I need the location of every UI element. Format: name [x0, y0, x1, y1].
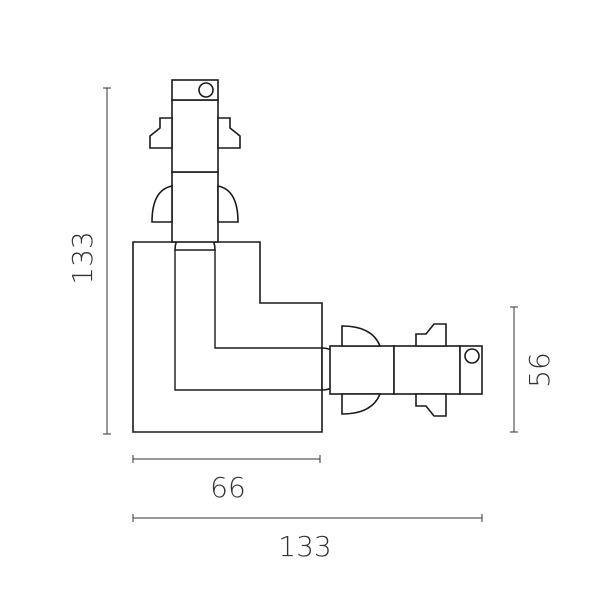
vertical-latch-right — [217, 117, 241, 149]
horizontal-clip-bottom — [341, 393, 382, 415]
dimension-label-width-body: 66 — [210, 471, 246, 504]
horizontal-first-block — [329, 345, 395, 395]
dimension-label-height-total: 133 — [66, 231, 99, 284]
dimension-height-arm: 56 — [510, 306, 556, 433]
horizontal-screw-icon — [464, 348, 480, 364]
dimension-width-total: 133 — [132, 514, 483, 563]
horizontal-latch-top — [415, 323, 447, 347]
horizontal-latch-bottom — [415, 393, 447, 417]
vertical-upper-block — [171, 99, 219, 173]
l-body-inner-channel — [174, 250, 322, 391]
dimension-width-body: 66 — [132, 455, 321, 504]
horizontal-arm — [321, 323, 483, 417]
dimension-label-width-total: 133 — [278, 530, 331, 563]
vertical-clip-right — [217, 185, 239, 223]
dimension-label-height-arm: 56 — [523, 352, 556, 388]
dimension-height-total: 133 — [66, 87, 111, 435]
vertical-latch-left — [149, 117, 173, 149]
vertical-screw-icon — [198, 82, 214, 98]
connector-body — [132, 241, 323, 433]
horizontal-second-block — [393, 345, 461, 395]
vertical-arm — [149, 79, 241, 251]
horizontal-clip-top — [341, 325, 382, 347]
vertical-lower-block — [171, 171, 219, 243]
vertical-clip-left — [151, 185, 173, 223]
l-body-outline — [132, 241, 323, 433]
